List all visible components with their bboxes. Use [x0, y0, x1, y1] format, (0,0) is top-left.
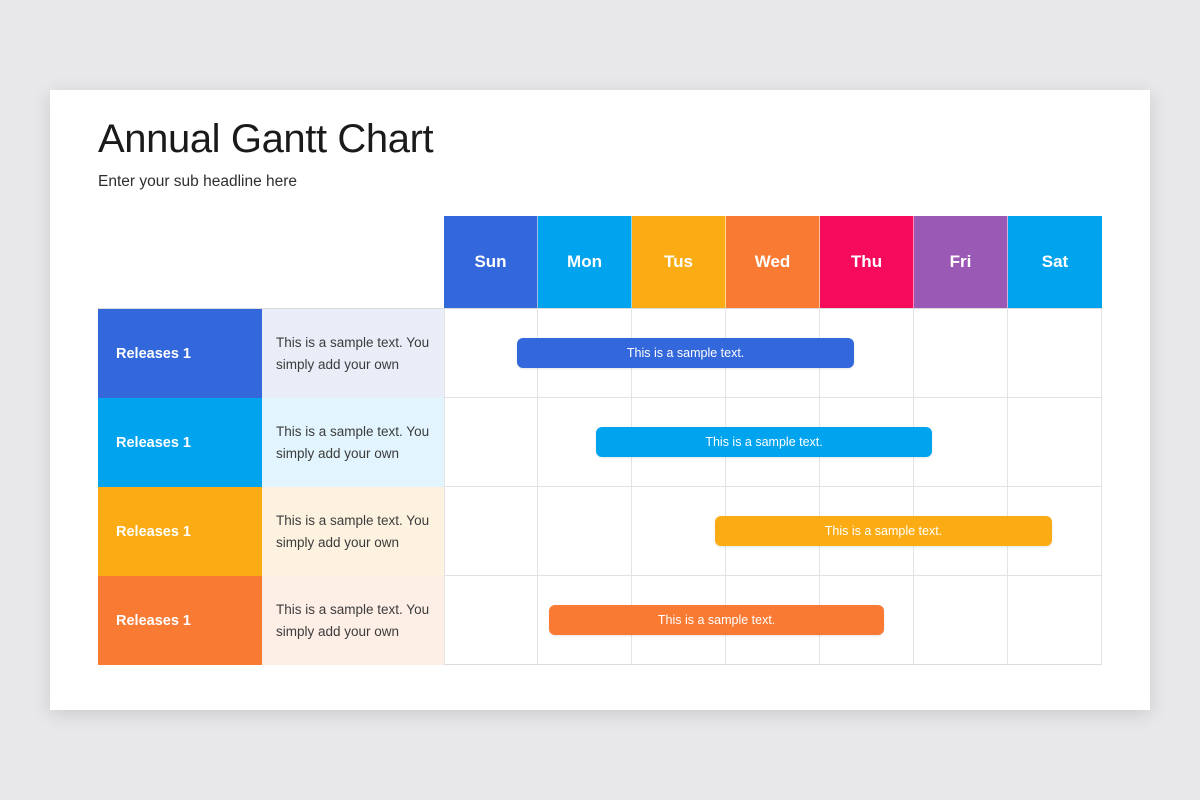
page-subtitle: Enter your sub headline here: [98, 173, 298, 190]
day-header-label: Mon: [567, 252, 602, 271]
task-description: This is a sample text. You simply add yo…: [262, 487, 444, 576]
task-label[interactable]: Releases 1: [98, 576, 262, 665]
task-description: This is a sample text. You simply add yo…: [262, 398, 444, 487]
page-title: Annual Gantt Chart: [98, 117, 434, 161]
track-cell: [1008, 576, 1102, 664]
day-header-fri[interactable]: Fri: [914, 216, 1008, 308]
day-header-label: Fri: [949, 252, 972, 271]
gantt-bar[interactable]: This is a sample text.: [549, 605, 884, 635]
track-cell: [1008, 487, 1102, 575]
task-description: This is a sample text. You simply add yo…: [262, 309, 444, 398]
gantt-bar[interactable]: This is a sample text.: [517, 338, 854, 368]
day-header-label: Tus: [664, 252, 693, 271]
gantt-day-header-row: Sun Mon Tus Wed Thu Fri Sat: [444, 216, 1102, 308]
track-cell: [632, 487, 726, 575]
day-header-wed[interactable]: Wed: [726, 216, 820, 308]
track-cell: [820, 309, 914, 397]
task-label[interactable]: Releases 1: [98, 309, 262, 398]
gantt-bar-label: This is a sample text.: [626, 346, 745, 360]
task-label[interactable]: Releases 1: [98, 487, 262, 576]
track-cell: [444, 576, 538, 664]
gantt-bar-label: This is a sample text.: [705, 435, 823, 449]
day-header-mon[interactable]: Mon: [538, 216, 632, 308]
slide-card: Annual Gantt Chart Enter your sub headli…: [50, 90, 1150, 710]
day-header-tus[interactable]: Tus: [632, 216, 726, 308]
gantt-bar[interactable]: This is a sample text.: [596, 427, 932, 457]
day-header-thu[interactable]: Thu: [820, 216, 914, 308]
track-cell: [914, 309, 1008, 397]
track-cell: [1008, 398, 1102, 486]
track-cell: [914, 576, 1008, 664]
gantt-bar-label: This is a sample text.: [657, 613, 776, 627]
track-cell: [538, 487, 632, 575]
day-header-label: Sun: [474, 252, 507, 271]
track-cell: [820, 576, 914, 664]
task-track: This is a sample text.: [444, 576, 1102, 665]
day-header-sun[interactable]: Sun: [444, 216, 538, 308]
task-track: This is a sample text.: [444, 487, 1102, 576]
gantt-bar[interactable]: This is a sample text.: [714, 516, 1053, 546]
track-cell: [444, 398, 538, 486]
gantt-bar-label: This is a sample text.: [824, 524, 943, 538]
heading-block: Annual Gantt Chart Enter your sub headli…: [98, 116, 434, 191]
track-cell: [914, 398, 1008, 486]
task-description: This is a sample text. You simply add yo…: [262, 576, 444, 665]
day-header-label: Thu: [850, 252, 883, 271]
track-cell: [1008, 309, 1102, 397]
track-cell: [444, 487, 538, 575]
task-track: This is a sample text.: [444, 309, 1102, 398]
day-header-sat[interactable]: Sat: [1008, 216, 1102, 308]
task-label[interactable]: Releases 1: [98, 398, 262, 487]
day-header-label: Wed: [754, 252, 791, 271]
day-header-label: Sat: [1041, 252, 1069, 271]
task-track: This is a sample text.: [444, 398, 1102, 487]
